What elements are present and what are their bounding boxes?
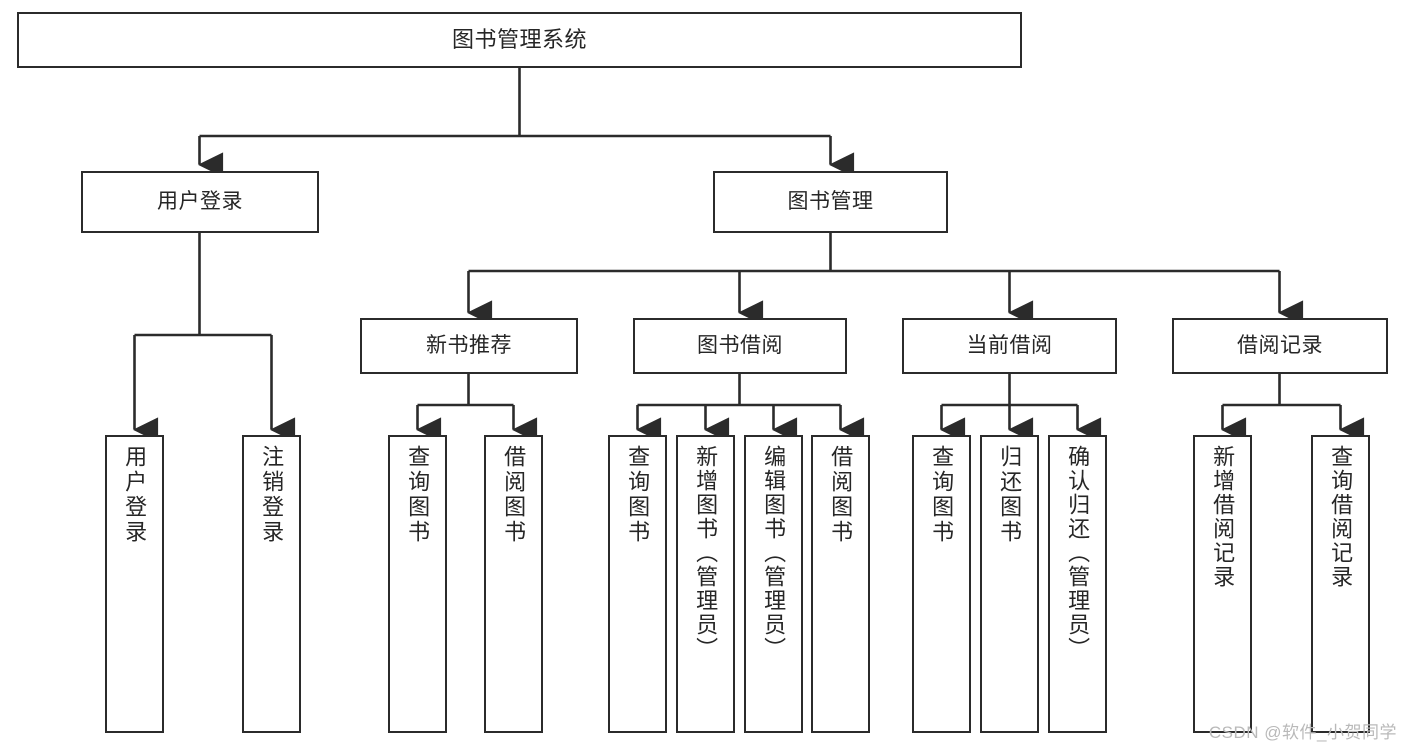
leaf-add-borrow-record[interactable]: 新增借阅记录 <box>1193 435 1252 733</box>
node-label: 新增图书（管理员） <box>693 445 719 661</box>
node-label: 查询借阅记录 <box>1328 445 1354 589</box>
leaf-query-borrow-record[interactable]: 查询借阅记录 <box>1311 435 1370 733</box>
node-root-system[interactable]: 图书管理系统 <box>17 12 1022 68</box>
node-book-borrow[interactable]: 图书借阅 <box>633 318 847 374</box>
node-label: 查询图书 <box>405 445 431 545</box>
node-label: 借阅图书 <box>501 445 527 545</box>
leaf-return-book[interactable]: 归还图书 <box>980 435 1039 733</box>
leaf-query-book-current[interactable]: 查询图书 <box>912 435 971 733</box>
node-label: 用户登录 <box>157 189 243 213</box>
leaf-borrow-book[interactable]: 借阅图书 <box>811 435 870 733</box>
leaf-user-login[interactable]: 用户登录 <box>105 435 164 733</box>
node-label: 注销登录 <box>259 445 285 545</box>
node-label: 编辑图书（管理员） <box>761 445 787 661</box>
node-label: 确认归还（管理员） <box>1065 445 1091 661</box>
watermark: CSDN @软件_小贺同学 <box>1208 723 1397 742</box>
node-label: 查询图书 <box>929 445 955 545</box>
leaf-query-book-recommend[interactable]: 查询图书 <box>388 435 447 733</box>
node-label: 新增借阅记录 <box>1210 445 1236 589</box>
node-label: 图书借阅 <box>697 333 783 357</box>
node-label: 图书管理系统 <box>451 27 587 53</box>
node-new-book-recommend[interactable]: 新书推荐 <box>360 318 578 374</box>
leaf-confirm-return-admin[interactable]: 确认归还（管理员） <box>1048 435 1107 733</box>
node-label: 用户登录 <box>122 445 148 545</box>
node-label: 图书管理 <box>787 189 874 213</box>
node-label: 当前借阅 <box>966 333 1053 357</box>
node-user-login[interactable]: 用户登录 <box>81 171 319 233</box>
leaf-edit-book-admin[interactable]: 编辑图书（管理员） <box>744 435 803 733</box>
leaf-add-book-admin[interactable]: 新增图书（管理员） <box>676 435 735 733</box>
node-label: 借阅图书 <box>828 445 854 545</box>
leaf-logout[interactable]: 注销登录 <box>242 435 301 733</box>
node-label: 归还图书 <box>997 445 1023 545</box>
node-label: 借阅记录 <box>1237 333 1323 357</box>
node-label: 查询图书 <box>625 445 651 545</box>
node-book-management[interactable]: 图书管理 <box>713 171 948 233</box>
leaf-borrow-book-recommend[interactable]: 借阅图书 <box>484 435 543 733</box>
node-label: 新书推荐 <box>426 333 512 357</box>
node-current-borrow[interactable]: 当前借阅 <box>902 318 1117 374</box>
leaf-query-book-borrow[interactable]: 查询图书 <box>608 435 667 733</box>
node-borrow-records[interactable]: 借阅记录 <box>1172 318 1388 374</box>
